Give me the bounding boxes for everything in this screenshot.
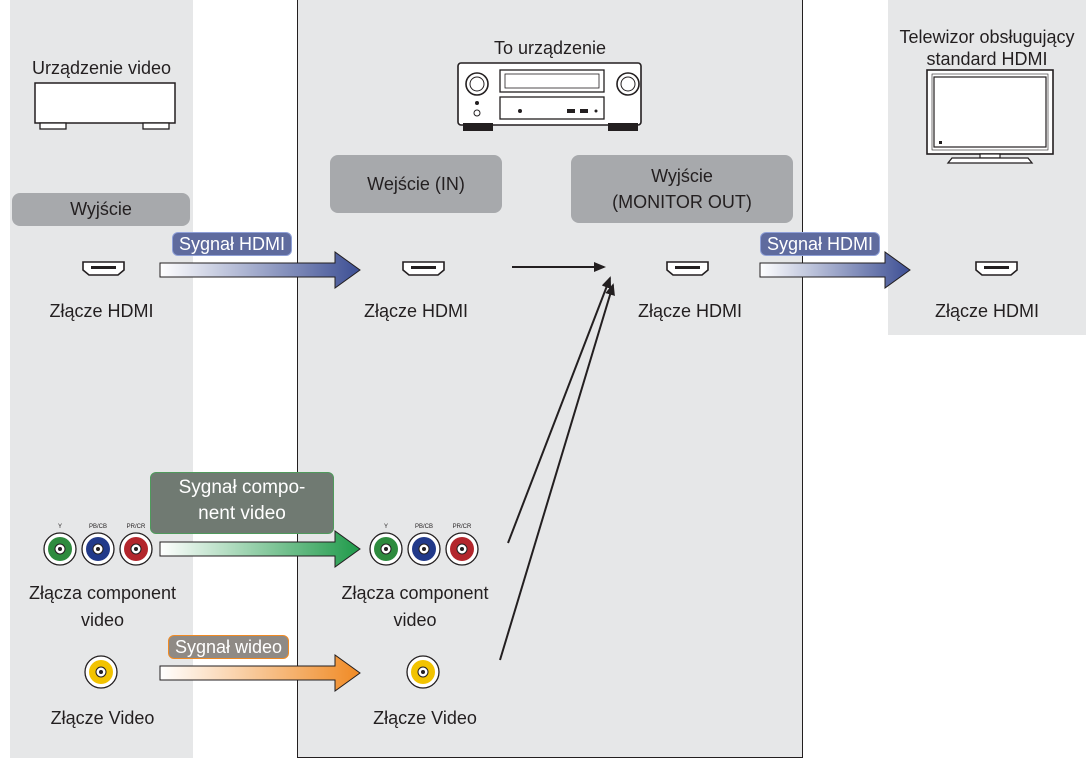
receiver-hdmi-out-label: Złącze HDMI <box>637 301 742 321</box>
tv-hdmi-label: Złącze HDMI <box>934 301 1039 321</box>
component-signal-arrow <box>159 530 361 568</box>
component-jacks-icon <box>369 532 479 566</box>
tv-title-line2: standard HDMI <box>926 49 1048 69</box>
video-jack-icon <box>84 655 118 689</box>
jack-label-pr: PR/CR <box>127 524 146 530</box>
component-signal-label: Sygnał compo- nent video <box>150 472 334 534</box>
video-jack-icon <box>406 655 440 689</box>
receiver-video-label: Złącze Video <box>373 708 477 728</box>
hdmi-signal-arrow <box>759 251 911 289</box>
jack-label-y: Y <box>58 524 62 530</box>
av-receiver-icon <box>457 62 642 131</box>
source-component-label-line2: video <box>80 610 125 630</box>
tv-panel <box>888 0 1086 335</box>
hdmi-signal-arrow <box>159 251 361 289</box>
monitor-out-box: Wyjście (MONITOR OUT) <box>571 155 793 223</box>
hdmi-connector-icon <box>666 261 709 276</box>
video-device-icon <box>34 82 176 130</box>
monitor-out-line2: (MONITOR OUT) <box>612 192 752 212</box>
component-jacks-icon <box>43 532 153 566</box>
monitor-out-line1: Wyjście <box>651 166 713 186</box>
receiver-component-label-line1: Złącza component <box>341 583 489 603</box>
receiver-hdmi-in-label: Złącze HDMI <box>363 301 468 321</box>
hdmi-connector-icon <box>402 261 445 276</box>
source-component-label-line1: Złącza component <box>28 583 177 603</box>
source-device-title: Urządzenie video <box>31 58 172 78</box>
jack-label-y: Y <box>384 524 388 530</box>
video-signal-arrow <box>159 654 361 692</box>
source-hdmi-label: Złącze HDMI <box>49 301 154 321</box>
hdmi-signal-label: Sygnał HDMI <box>172 232 293 256</box>
tv-icon <box>926 69 1054 164</box>
jack-label-pb: PB/CB <box>89 524 107 530</box>
component-signal-line2: nent video <box>198 503 286 524</box>
jack-label-pb: PB/CB <box>415 524 433 530</box>
internal-component-arrow <box>507 276 612 544</box>
receiver-component-label-line2: video <box>393 610 437 630</box>
this-device-title: To urządzenie <box>493 38 607 58</box>
internal-video-arrow <box>499 283 615 661</box>
video-signal-label: Sygnał wideo <box>168 635 290 659</box>
source-video-label: Złącze Video <box>50 708 155 728</box>
hdmi-connector-icon <box>975 261 1018 276</box>
hdmi-connector-icon <box>82 261 125 276</box>
jack-label-pr: PR/CR <box>453 524 472 530</box>
receiver-panel <box>297 0 803 758</box>
input-box: Wejście (IN) <box>330 155 502 213</box>
hdmi-signal-label: Sygnał HDMI <box>760 232 881 256</box>
output-box: Wyjście <box>12 193 190 226</box>
tv-title-line1: Telewizor obsługujący <box>899 27 1075 47</box>
component-signal-line1: Sygnał compo- <box>178 477 306 498</box>
